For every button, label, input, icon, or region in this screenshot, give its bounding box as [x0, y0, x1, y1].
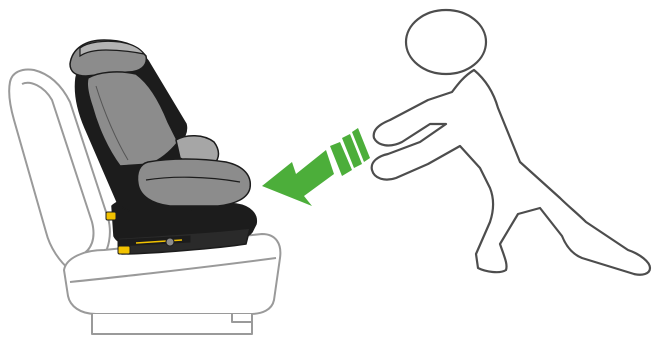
figure-head: [406, 10, 486, 74]
isofix-release-button: [166, 238, 174, 246]
push-arrow-body: [262, 150, 334, 206]
isofix-lower-clip: [118, 246, 130, 254]
green-push-arrow: [262, 128, 370, 206]
child-seat-cushion-pad: [137, 159, 250, 206]
vehicle-seat-base: [92, 314, 252, 334]
isofix-upper-clip: [106, 212, 116, 220]
figure-body: [372, 70, 650, 275]
pushing-figure: [372, 10, 650, 275]
